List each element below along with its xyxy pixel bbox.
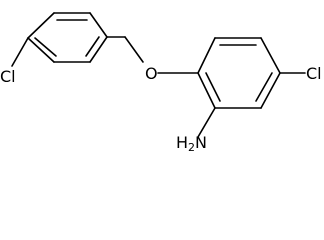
bond-ring-to-amine [197, 107, 216, 138]
amine-hydrogen: H [176, 133, 188, 152]
right-benzene-ring [197, 37, 281, 109]
oxygen-atom: O [145, 64, 158, 83]
bond [260, 37, 281, 74]
amine-subscript: 2 [188, 141, 195, 153]
double-bond-inner [34, 37, 57, 57]
amine-nitrogen: N [195, 133, 207, 152]
chlorine-atom-right: Cl [306, 64, 322, 83]
bond [197, 37, 216, 74]
bond [89, 12, 108, 38]
double-bond-inner [85, 36, 100, 57]
bond [27, 12, 55, 39]
bond [260, 72, 281, 109]
chemical-structure: Cl O Cl H 2 N [0, 12, 322, 153]
bond-ring-to-chlorine [11, 37, 29, 67]
bond [27, 37, 55, 63]
bond [197, 72, 216, 109]
left-benzene-ring [27, 12, 108, 63]
double-bond-inner [255, 72, 273, 102]
bond [89, 36, 108, 63]
chlorine-atom-left: Cl [0, 67, 16, 86]
bond-ch2-to-oxygen [124, 36, 144, 63]
double-bond-inner [205, 72, 221, 102]
